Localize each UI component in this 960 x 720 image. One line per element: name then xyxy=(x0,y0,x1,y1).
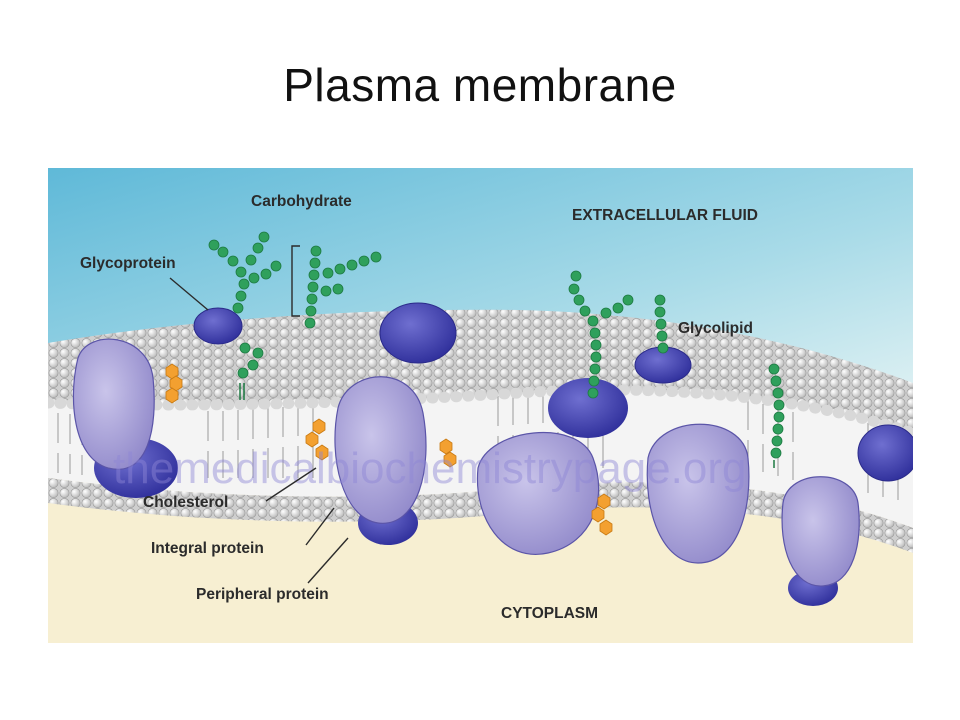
peripheral-protein-top xyxy=(379,302,457,364)
label-carbohydrate: Carbohydrate xyxy=(251,193,352,210)
integral-protein-center xyxy=(334,376,427,545)
glycolipid-stalks xyxy=(239,383,775,468)
membrane-diagram: themedicalbiochemistrypage.org Carbohydr… xyxy=(48,168,913,643)
integral-protein-left xyxy=(72,338,178,498)
label-glycoprotein: Glycoprotein xyxy=(80,255,176,272)
label-peripheral-protein: Peripheral protein xyxy=(196,586,329,603)
integral-protein-middle xyxy=(476,378,628,555)
label-extracellular-fluid: EXTRACELLULAR FLUID xyxy=(572,207,758,224)
glycoprotein xyxy=(193,307,243,345)
integral-protein-right xyxy=(646,423,860,606)
carbohydrate-chains xyxy=(208,231,785,459)
extracellular-region xyxy=(48,168,913,418)
lipid-heads-upper xyxy=(48,384,913,439)
label-integral-protein: Integral protein xyxy=(151,540,264,557)
page-title: Plasma membrane xyxy=(283,59,677,111)
peripheral-protein-edge xyxy=(857,424,913,482)
label-cholesterol: Cholesterol xyxy=(143,494,228,511)
watermark: themedicalbiochemistrypage.org xyxy=(113,444,746,493)
leader-lines xyxy=(169,245,349,584)
membrane-svg: themedicalbiochemistrypage.org Carbohydr… xyxy=(48,168,913,643)
cholesterol-molecules xyxy=(165,363,613,536)
label-cytoplasm: CYTOPLASM xyxy=(501,605,598,622)
label-glycolipid: Glycolipid xyxy=(678,320,753,337)
